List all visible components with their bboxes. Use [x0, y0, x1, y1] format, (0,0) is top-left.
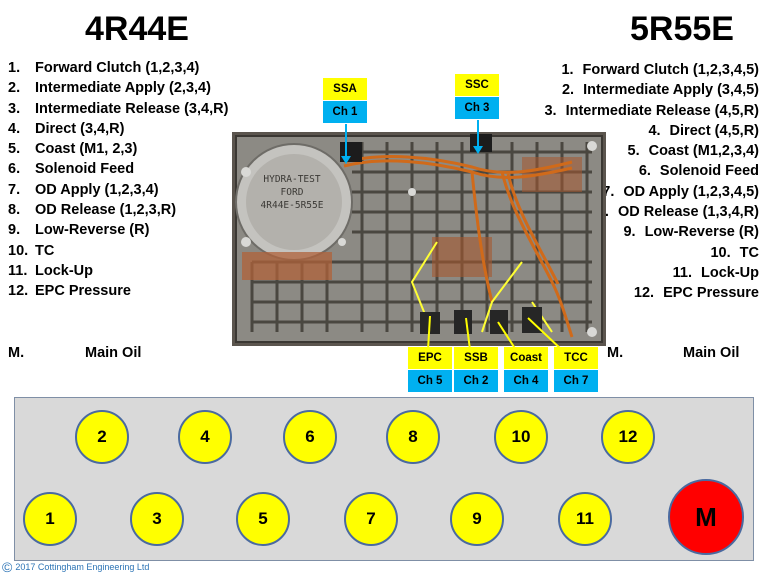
- svg-text:4R44E-5R55E: 4R44E-5R55E: [261, 200, 324, 211]
- tcc-solenoid-tag: TCC: [554, 347, 598, 369]
- epc-solenoid-tag: EPC: [408, 347, 452, 369]
- list-item: 3.Intermediate Release (4,5,R): [544, 102, 759, 119]
- port-12: 12: [601, 410, 655, 464]
- list-item: 4.Direct (3,4,R): [8, 120, 125, 137]
- list-item: 10.TC: [8, 242, 55, 259]
- list-item: 4.Direct (4,5,R): [648, 122, 759, 139]
- list-item: 2.Intermediate Apply (2,3,4): [8, 80, 211, 97]
- port-5: 5: [236, 492, 290, 546]
- list-item: 6.Solenoid Feed: [8, 161, 135, 178]
- list-item: 12.EPC Pressure: [8, 283, 131, 300]
- port-3: 3: [130, 492, 184, 546]
- list-item: 3.Intermediate Release (3,4,R): [8, 100, 229, 117]
- title-5r55e: 5R55E: [630, 10, 734, 48]
- svg-text:HYDRA-TEST: HYDRA-TEST: [263, 174, 320, 185]
- list-item: 9.Low-Reverse (R): [8, 222, 150, 239]
- epc-channel-tag: Ch 5: [408, 370, 452, 392]
- ssa-channel-tag: Ch 1: [323, 101, 367, 123]
- valve-body-photo: HYDRA-TEST FORD 4R44E-5R55E: [232, 132, 606, 346]
- list-item: 7.OD Apply (1,2,3,4): [8, 181, 159, 198]
- ssa-solenoid-tag: SSA: [323, 78, 367, 100]
- coast-channel-tag: Ch 4: [504, 370, 548, 392]
- port-1: 1: [23, 492, 77, 546]
- port-main-oil: M: [668, 479, 744, 555]
- title-4r44e: 4R44E: [85, 10, 189, 48]
- main-oil-key-left: M.: [8, 345, 25, 361]
- port-list-4r44e: 1.Forward Clutch (1,2,3,4) 2.Intermediat…: [8, 58, 228, 302]
- list-item: 1.Forward Clutch (1,2,3,4,5): [561, 62, 759, 78]
- ssb-channel-tag: Ch 2: [454, 370, 498, 392]
- main-oil-label-right: Main Oil: [683, 345, 740, 361]
- list-item: 8.OD Release (1,2,3,R): [8, 202, 177, 219]
- list-item: 9.Low-Reverse (R): [623, 224, 759, 241]
- ssc-channel-tag: Ch 3: [455, 97, 499, 119]
- svg-text:FORD: FORD: [281, 187, 304, 198]
- port-11: 11: [558, 492, 612, 546]
- port-list-5r55e: 1.Forward Clutch (1,2,3,4,5) 2.Intermedi…: [544, 60, 759, 304]
- port-8: 8: [386, 410, 440, 464]
- main-oil-label-left: Main Oil: [85, 345, 142, 361]
- list-item: 5.Coast (M1, 2,3): [8, 141, 138, 158]
- port-7: 7: [344, 492, 398, 546]
- coast-solenoid-tag: Coast: [504, 347, 548, 369]
- ssb-solenoid-tag: SSB: [454, 347, 498, 369]
- copyright-text: 2017 Cottingham Engineering Ltd: [15, 562, 150, 572]
- port-9: 9: [450, 492, 504, 546]
- plate-lettering: HYDRA-TEST FORD 4R44E-5R55E: [261, 174, 324, 211]
- ssc-solenoid-tag: SSC: [455, 74, 499, 96]
- tcc-channel-tag: Ch 7: [554, 370, 598, 392]
- list-item: 6.Solenoid Feed: [638, 163, 759, 180]
- port-4: 4: [178, 410, 232, 464]
- copyright-notice: ©2017 Cottingham Engineering Ltd: [2, 559, 149, 575]
- list-item: 11.Lock-Up: [672, 264, 759, 281]
- port-6: 6: [283, 410, 337, 464]
- port-10: 10: [494, 410, 548, 464]
- port-2: 2: [75, 410, 129, 464]
- copyright-icon: ©: [2, 559, 13, 575]
- list-item: 2.Intermediate Apply (3,4,5): [561, 82, 759, 99]
- port-panel: 2 4 6 8 10 12 1 3 5 7 9 11 M: [14, 397, 754, 561]
- main-oil-key-right: M.: [607, 345, 624, 361]
- list-item: 10.TC: [710, 244, 759, 261]
- list-item: 5.Coast (M1,2,3,4): [627, 143, 760, 160]
- list-item: 12.EPC Pressure: [633, 285, 759, 302]
- list-item: 11.Lock-Up: [8, 262, 93, 279]
- list-item: 1.Forward Clutch (1,2,3,4): [8, 60, 200, 76]
